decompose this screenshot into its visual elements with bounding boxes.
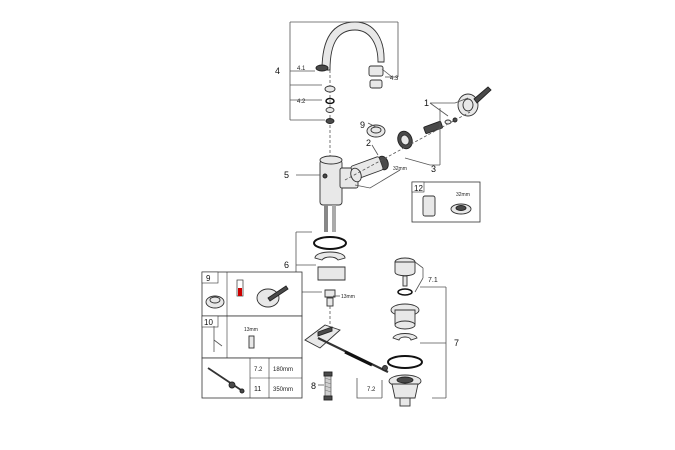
leader-lines [289, 21, 469, 399]
cartridge-32mm [350, 155, 389, 183]
cartridge-axis [344, 111, 471, 181]
detail-box-12 [411, 181, 481, 223]
pop-up-rod [317, 337, 389, 373]
supply-hoses [324, 205, 336, 232]
fixing-set-6 [313, 236, 347, 307]
valve-body [319, 155, 359, 206]
box10-number: 10 [204, 318, 213, 327]
callout-4-2: 4.2 [297, 99, 306, 105]
faucet-spout [315, 21, 385, 89]
callout-4-1: 4.1 [297, 66, 306, 72]
cap-9 [366, 124, 386, 138]
pop-up-waste-7 [387, 257, 423, 407]
callout-9: 9 [360, 120, 365, 130]
callout-labels: 4 4.1 4.2 4.3 1 9 2 32mm 3 5 6 13mm 7.1 … [204, 66, 470, 393]
rod-row1-length: 180mm [273, 367, 293, 373]
callout-4-3: 4.3 [390, 76, 399, 82]
detail-boxes-left [201, 271, 303, 399]
callout-5: 5 [284, 170, 289, 180]
o-rings-4-2 [324, 85, 336, 124]
dim-13mm: 13mm [341, 294, 355, 300]
callout-8: 8 [311, 381, 316, 391]
callout-6: 6 [284, 260, 289, 270]
box12-dim: 32mm [456, 192, 470, 198]
flexible-hose-8 [323, 371, 333, 401]
callout-1: 1 [424, 98, 429, 108]
callout-2: 2 [366, 138, 371, 148]
box10-dim: 13mm [244, 327, 258, 333]
rod-row2-length: 350mm [273, 387, 293, 393]
callout-7-1: 7.1 [428, 277, 438, 284]
rod-row2-code: 11 [254, 386, 261, 393]
nut-ring [397, 130, 413, 150]
box9-number: 9 [206, 274, 211, 283]
callout-7-2: 7.2 [367, 387, 376, 393]
callout-7: 7 [454, 338, 459, 348]
box12-number: 12 [414, 184, 423, 193]
callout-4: 4 [275, 66, 280, 76]
callout-3: 3 [431, 164, 436, 174]
lever-handle [457, 86, 492, 117]
dim-32mm: 32mm [393, 166, 407, 172]
rod-row1-code: 7.2 [254, 367, 263, 373]
mounting-bracket [304, 324, 341, 349]
